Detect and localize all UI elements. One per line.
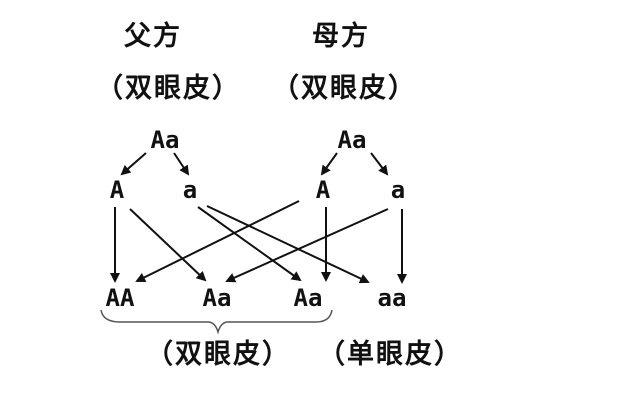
mother-label: 母方 bbox=[312, 21, 370, 52]
brace bbox=[100, 309, 333, 335]
mother-phenotype: （双眼皮） bbox=[272, 73, 417, 104]
offspring-AA: AA bbox=[105, 284, 135, 312]
father-gamete-a: a bbox=[182, 176, 198, 204]
father-gamete-A: A bbox=[109, 176, 125, 204]
mother-gamete-a: a bbox=[390, 176, 406, 204]
mother-gamete-A: A bbox=[315, 176, 331, 204]
father-phenotype: （双眼皮） bbox=[96, 73, 241, 104]
offspring-recessive-phenotype: （单眼皮） bbox=[318, 339, 463, 370]
offspring-Aa-2: Aa bbox=[293, 284, 323, 312]
mother-genotype: Aa bbox=[337, 126, 367, 154]
father-label: 父方 bbox=[124, 21, 182, 52]
father-genotype: Aa bbox=[150, 126, 180, 154]
offspring-aa: aa bbox=[377, 284, 407, 312]
offspring-dominant-phenotype: （双眼皮） bbox=[146, 339, 291, 370]
offspring-Aa-1: Aa bbox=[202, 284, 232, 312]
